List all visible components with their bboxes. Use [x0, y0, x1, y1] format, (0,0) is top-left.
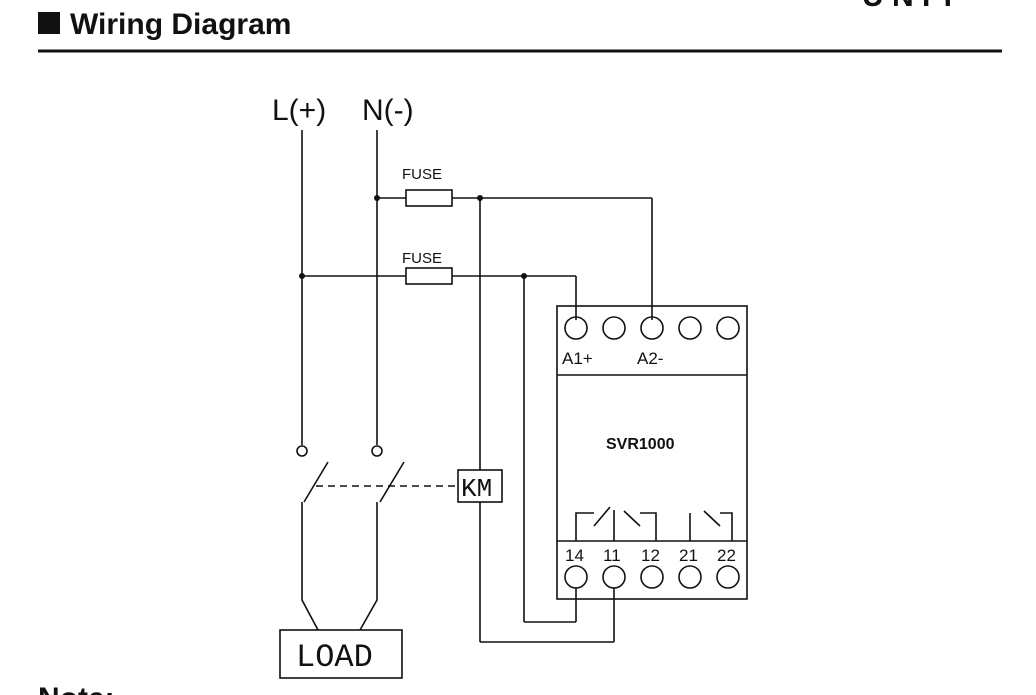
n-contact-terminal — [371, 445, 383, 457]
upper-fuse-label: FUSE — [402, 166, 442, 183]
terminal-a1 — [564, 316, 588, 340]
terminal-21 — [678, 565, 702, 589]
l-contact-terminal — [296, 445, 308, 457]
terminal-12 — [640, 565, 664, 589]
note-heading: Note: — [38, 682, 115, 695]
neutral-label: N(-) — [362, 94, 414, 127]
terminal-a2 — [640, 316, 664, 340]
terminal-top-2 — [602, 316, 626, 340]
lower-fuse-label: FUSE — [402, 250, 442, 267]
top-right-fragment: U N I T — [862, 0, 957, 13]
terminal-14-label: 14 — [565, 546, 584, 565]
load-box — [279, 629, 403, 679]
terminal-14 — [564, 565, 588, 589]
load-label: LOAD — [296, 639, 373, 676]
upper-fuse — [405, 189, 453, 207]
l-junction-dot — [299, 273, 305, 279]
n-junction-dot — [374, 195, 380, 201]
terminal-11-label: 11 — [603, 546, 621, 565]
terminal-top-4 — [678, 316, 702, 340]
lower-fuse — [405, 267, 453, 285]
l-load-wire — [301, 502, 319, 631]
n-contact-blade — [379, 461, 405, 503]
title-bullet-icon — [38, 12, 60, 34]
terminal-22-label: 22 — [717, 546, 736, 565]
page-title: Wiring Diagram — [70, 8, 291, 41]
terminal-22 — [716, 565, 740, 589]
contact-12-blade — [623, 510, 641, 527]
relay-body — [556, 305, 748, 600]
relay-model: SVR1000 — [606, 436, 675, 453]
terminal-12-label: 12 — [641, 546, 660, 565]
contact-12-symbol — [640, 512, 657, 541]
terminal-top-5 — [716, 316, 740, 340]
n-load-wire — [359, 502, 378, 631]
contact-21-blade — [703, 510, 721, 527]
contact-14-symbol — [575, 512, 594, 541]
km-label: KM — [461, 474, 492, 504]
terminal-21-label: 21 — [679, 546, 698, 565]
l-contact-blade — [303, 461, 329, 503]
terminal-a2-label: A2- — [637, 349, 663, 368]
contact-11-blade — [593, 506, 611, 527]
terminal-a1-label: A1+ — [562, 349, 593, 368]
terminal-11 — [602, 565, 626, 589]
line-label: L(+) — [272, 94, 326, 127]
contact-22-symbol — [720, 512, 733, 541]
